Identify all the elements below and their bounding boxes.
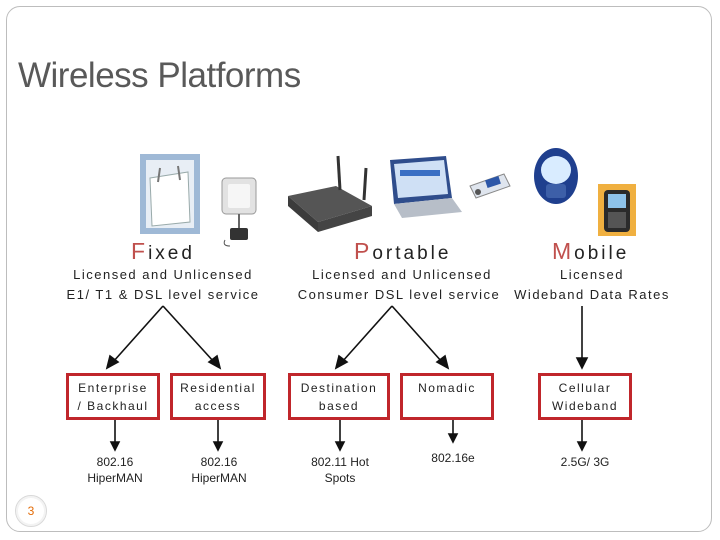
page-number-badge: 3 xyxy=(15,495,47,527)
box-enterprise-backhaul: Enterprise/ Backhaul xyxy=(66,373,160,420)
wall-mounted-access-point-icon xyxy=(140,154,200,234)
category-portable-title: Portable xyxy=(354,238,452,264)
slide-title: Wireless Platforms xyxy=(18,56,301,95)
pc-card-adapter-icon xyxy=(469,173,511,199)
standard-arrows xyxy=(109,418,588,452)
standard-nomadic: 802.16e xyxy=(431,451,475,465)
laptop-icon xyxy=(390,156,462,218)
category-portable-service: Consumer DSL level service xyxy=(297,287,501,302)
category-fixed-title: Fixed xyxy=(131,238,195,264)
category-mobile-licensing: Licensed xyxy=(559,267,625,282)
standard-cellular: 2.5G/ 3G xyxy=(560,455,610,469)
box-nomadic: Nomadic xyxy=(400,373,494,420)
category-mobile-service: Wideband Data Rates xyxy=(514,287,670,302)
slide-frame xyxy=(6,6,712,532)
handheld-device-icon xyxy=(598,184,636,236)
category-portable-licensing: Licensed and Unlicensed xyxy=(312,267,492,282)
category-mobile-title: Mobile xyxy=(552,238,630,264)
wireless-router-icon xyxy=(288,155,372,232)
mobile-phone-icon xyxy=(534,148,578,204)
connector-arrows xyxy=(105,305,589,370)
outdoor-antenna-unit-icon xyxy=(221,177,257,247)
category-fixed-service: E1/ T1 & DSL level service xyxy=(66,287,260,302)
category-fixed-licensing: Licensed and Unlicensed xyxy=(73,267,253,282)
